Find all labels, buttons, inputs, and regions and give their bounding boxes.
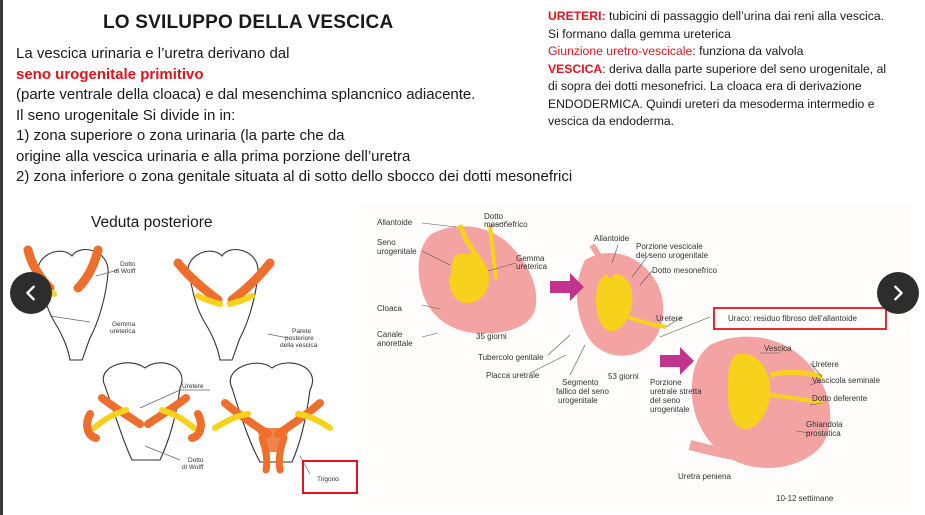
label-uretra-peniena: Uretra peniena — [678, 472, 731, 481]
label-settimane: 10-12 settimane — [776, 494, 834, 503]
label-dotto-deferente: Dotto deferente — [812, 394, 868, 403]
label-canale: Canale — [377, 330, 403, 339]
label-porzione-uretrale-2: uretrale stretta — [650, 387, 702, 396]
label-porzione-uretrale: Porzione — [650, 378, 682, 387]
label-ghiandola-2: prostatica — [806, 429, 841, 438]
label-porzione-uretrale-3: del seno — [650, 396, 681, 405]
label-ghiandola: Ghiandola — [806, 420, 843, 429]
label-porzione-uretrale-4: urogenitale — [650, 405, 690, 414]
label-parete: Parete — [292, 328, 312, 335]
label-uretere-mid: Uretere — [656, 314, 683, 323]
note-line: Si formano dalla gemma ureterica — [548, 26, 731, 41]
label-dotto-wolff-top: Dotto — [120, 261, 136, 268]
label-segmento: Segmento — [562, 378, 599, 387]
label-allantoide: Allantoide — [377, 218, 413, 227]
chevron-left-icon — [26, 285, 35, 301]
note-giunzione-text: : funziona da valvola — [692, 44, 804, 58]
intro-line: origine alla vescica urinaria e alla pri… — [16, 147, 411, 165]
label-allantoide-2: Allantoide — [594, 234, 630, 243]
label-porzione-vescicale-2: del seno urogenitale — [636, 251, 709, 260]
label-dotto-wolff-bottom-2: di Wolff — [182, 464, 204, 471]
bladder-sagittal-figure: Allantoide Dotto mesonefrico Seno urogen… — [360, 205, 910, 510]
intro-highlight: seno urogenitale primitivo — [16, 65, 204, 83]
label-seno-2: urogenitale — [377, 247, 417, 256]
label-dotto-wolff-top-2: di Wolff — [114, 268, 136, 275]
chevron-right-icon — [894, 285, 903, 301]
uraco-highlight-box — [713, 307, 887, 330]
label-dotto-mesonefrico: Dotto — [484, 212, 504, 221]
label-porzione-vescicale: Porzione vescicale — [636, 242, 703, 251]
next-slide-button[interactable] — [877, 272, 919, 314]
label-segmento-3: urogenitale — [558, 396, 598, 405]
label-parete-3: della vescica — [280, 342, 318, 349]
intro-line: 2) zona inferiore o zona genitale situat… — [16, 168, 573, 185]
label-gemma-ureterica: Gemma — [516, 254, 545, 263]
bladder-posterior-figure: Dotto di Wolff Gemma ureterica Parete po… — [23, 245, 358, 494]
label-53-giorni: 53 giorni — [608, 372, 639, 381]
label-gemma-2: ureterica — [110, 328, 136, 335]
window-edge — [0, 0, 3, 515]
label-dotto-mesonefrico-mid: Dotto mesonefrico — [652, 266, 717, 275]
label-uretere: Uretere — [182, 383, 204, 390]
label-placca: Placca uretrale — [486, 371, 540, 380]
note-line: vescica da endoderma. — [548, 114, 675, 128]
note-line: ENDODERMICA. Quindi ureteri da mesoderma… — [548, 96, 875, 111]
intro-line: 1) zona superiore o zona urinaria (la pa… — [16, 127, 345, 144]
note-ureteri-label: URETERI: — [548, 9, 606, 23]
slide-title: LO SVILUPPO DELLA VESCICA — [103, 12, 394, 33]
label-vescica: Vescica — [764, 344, 792, 353]
label-vescicola: Vescicola seminale — [812, 376, 881, 385]
intro-line: (parte ventrale della cloaca) e dal mese… — [16, 86, 476, 103]
note-vescica-label: VESCICA — [548, 61, 603, 76]
note-giunzione-label: Giunzione uretro-vescicale — [548, 44, 693, 58]
label-gemma-ureterica-2: ureterica — [516, 262, 548, 271]
trigono-highlight-box — [302, 460, 358, 494]
label-dotto-mesonefrico-2: mesonefrico — [484, 220, 528, 229]
trigono-shape — [256, 428, 290, 452]
figure-caption: Veduta posteriore — [91, 214, 213, 231]
note-ureteri-text: tubicini di passaggio dell’urina dai ren… — [605, 9, 885, 23]
label-segmento-2: fallico del seno — [556, 387, 609, 396]
label-trigono: Trigono — [317, 476, 339, 483]
note-line: di sopra dei dotti mesonefrici. La cloac… — [548, 79, 862, 93]
intro-line: Il seno urogenitale Si divide in in: — [16, 106, 236, 124]
notes-box: URETERI: tubicini di passaggio dell’urin… — [548, 8, 920, 131]
label-parete-2: posteriore — [285, 335, 314, 342]
label-dotto-wolff-bottom: Dotto — [188, 457, 204, 464]
label-cloaca: Cloaca — [377, 304, 402, 313]
label-tubercolo: Tubercolo genitale — [478, 353, 544, 362]
label-seno: Seno — [377, 238, 396, 247]
label-uraco: Uraco: residuo fibroso dell’allantoide — [728, 314, 858, 323]
label-uretere: Uretere — [812, 360, 839, 369]
label-gemma: Gemma — [112, 321, 136, 328]
intro-text: La vescica urinaria e l’uretra derivano … — [16, 44, 626, 188]
prev-slide-button[interactable] — [10, 272, 52, 314]
label-35-giorni: 35 giorni — [476, 332, 507, 341]
intro-line: La vescica urinaria e l’uretra derivano … — [16, 45, 290, 62]
label-canale-2: anorettale — [377, 339, 413, 348]
note-vescica-text: : deriva dalla parte superiore del seno … — [602, 61, 887, 76]
